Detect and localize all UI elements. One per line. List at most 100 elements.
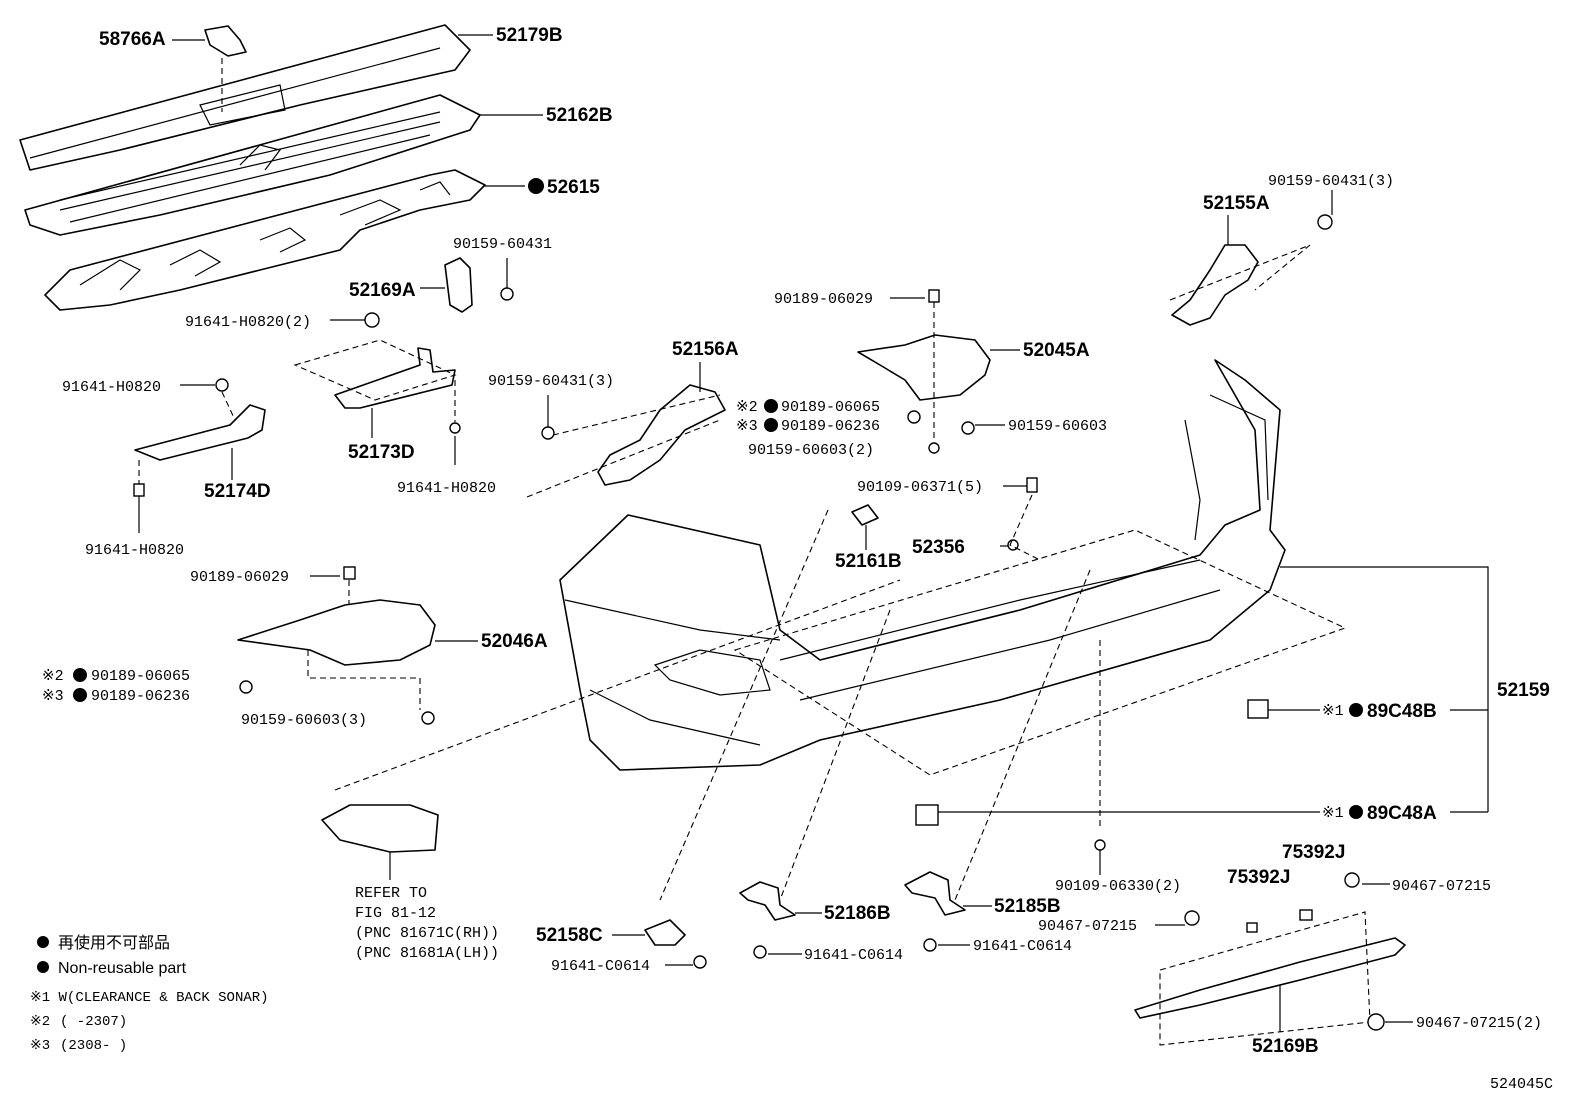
label-refer-2: FIG 81-12 <box>355 905 436 922</box>
legend-dot-en <box>37 961 49 973</box>
non-reusable-dot <box>764 418 778 432</box>
label-52046A: 52046A <box>481 631 548 652</box>
part-52185B-shape <box>904 871 966 916</box>
part-52615-shape <box>44 169 486 311</box>
label-91641-H0820-b: 91641-H0820 <box>397 480 496 497</box>
label-52186B: 52186B <box>824 903 891 924</box>
bolt-90159-60603-2 <box>928 442 940 454</box>
non-reusable-dot <box>764 399 778 413</box>
label-90189-06236-b-mark: ※3 <box>42 688 64 705</box>
bolt-90109-06371-5 <box>1026 477 1038 493</box>
label-58766A: 58766A <box>99 29 166 50</box>
bolt-90189-06065-b <box>239 680 253 694</box>
label-52156A: 52156A <box>672 339 739 360</box>
part-reflector-shape <box>321 804 439 853</box>
label-52185B: 52185B <box>994 896 1061 917</box>
bolt-91641-H0820-c <box>133 483 145 497</box>
label-refer-4: (PNC 81681A(LH)) <box>355 945 499 962</box>
label-90159-60431-top: 90159-60431 <box>453 236 552 253</box>
part-52155A-shape <box>1171 244 1259 326</box>
label-refer-3: (PNC 81671C(RH)) <box>355 925 499 942</box>
label-52179B: 52179B <box>496 25 563 46</box>
sensor-89C48A <box>915 804 939 826</box>
label-90189-06029-a: 90189-06029 <box>774 291 873 308</box>
label-90109-06371-5: 90109-06371(5) <box>857 479 983 496</box>
label-90159-60603: 90159-60603 <box>1008 418 1107 435</box>
label-90189-06236-b: 90189-06236 <box>91 688 190 705</box>
part-52046A-shape <box>237 599 436 666</box>
legend-note2-mark: ※2 <box>30 1014 50 1030</box>
part-52158C-shape <box>644 919 686 946</box>
label-90189-06065-a-mark: ※2 <box>736 399 758 416</box>
part-52173D-shape <box>334 347 456 409</box>
label-90189-06236-a-mark: ※3 <box>736 418 758 435</box>
label-91641-H0820-a: 91641-H0820 <box>62 379 161 396</box>
label-52356: 52356 <box>912 537 965 558</box>
part-52156A-shape <box>597 384 726 486</box>
clip-90467-07215-a <box>1184 910 1200 926</box>
label-90189-06065-b-mark: ※2 <box>42 668 64 685</box>
leader-lines <box>138 34 1413 1032</box>
part-labels: 58766A 52179B 52162B 52615 90159-60431 5… <box>42 25 1550 1057</box>
bolt-90159-60431-3b <box>1317 214 1333 230</box>
label-91641-C0614-a: 91641-C0614 <box>804 947 903 964</box>
part-52162B-shape <box>24 94 481 236</box>
label-89C48B-mark: ※1 <box>1322 703 1344 720</box>
label-91641-H0820-2: 91641-H0820(2) <box>185 314 311 331</box>
label-89C48A-mark: ※1 <box>1322 805 1344 822</box>
label-90159-60603-2: 90159-60603(2) <box>748 442 874 459</box>
bolt-90159-60603 <box>961 421 975 435</box>
label-89C48B: 89C48B <box>1367 701 1437 722</box>
bolt-91641-H0820-b <box>449 422 461 434</box>
label-refer-1: REFER TO <box>355 885 427 902</box>
label-91641-C0614-b: 91641-C0614 <box>973 938 1072 955</box>
non-reusable-dot <box>73 668 87 682</box>
label-90189-06029-b: 90189-06029 <box>190 569 289 586</box>
bolt-90159-60603-3 <box>421 711 435 725</box>
bolt-90189-06065-a <box>907 410 921 424</box>
non-reusable-dot <box>1349 805 1363 819</box>
part-58766A-shape <box>204 25 247 57</box>
part-52169A-shape <box>444 257 473 313</box>
label-52162B: 52162B <box>546 105 613 126</box>
label-90189-06065-b: 90189-06065 <box>91 668 190 685</box>
part-52159-shape <box>559 359 1286 771</box>
part-75392J-b-shape <box>1299 909 1313 921</box>
label-52173D: 52173D <box>348 442 415 463</box>
legend-note3: (2308- ) <box>60 1038 127 1054</box>
legend-en: Non-reusable part <box>58 960 187 977</box>
part-52174D-shape <box>134 404 266 461</box>
bolt-90189-06029-b <box>343 566 356 580</box>
label-52158C: 52158C <box>536 925 603 946</box>
bolt-90189-06029-a <box>928 289 940 303</box>
label-90467-07215-2: 90467-07215(2) <box>1416 1015 1542 1032</box>
label-52174D: 52174D <box>204 481 271 502</box>
label-90189-06065-a: 90189-06065 <box>781 399 880 416</box>
label-89C48A: 89C48A <box>1367 803 1437 824</box>
legend-note3-mark: ※3 <box>30 1038 50 1054</box>
label-52615: 52615 <box>547 177 600 198</box>
label-52045A: 52045A <box>1023 340 1090 361</box>
label-90159-60603-3: 90159-60603(3) <box>241 712 367 729</box>
part-52186B-shape <box>739 881 796 921</box>
label-52169A: 52169A <box>349 280 416 301</box>
legend-note2: ( -2307) <box>60 1014 127 1030</box>
legend-dot-jp <box>37 936 49 948</box>
part-52169B-shape <box>1134 937 1406 1019</box>
bolt-91641-C0614-a <box>753 945 767 959</box>
label-90159-60431-3a: 90159-60431(3) <box>488 373 614 390</box>
sensor-89C48B <box>1247 699 1269 719</box>
label-90467-07215-b: 90467-07215 <box>1392 878 1491 895</box>
part-52045A-shape <box>857 334 991 401</box>
non-reusable-dot <box>73 688 87 702</box>
non-reusable-dot <box>1349 703 1363 717</box>
bolt-91641-H0820-2 <box>364 312 380 328</box>
label-90159-60431-3b: 90159-60431(3) <box>1268 173 1394 190</box>
label-75392J-b: 75392J <box>1282 842 1345 863</box>
label-91641-H0820-c: 91641-H0820 <box>85 542 184 559</box>
label-90467-07215-a: 90467-07215 <box>1038 918 1137 935</box>
clip-90467-07215-2 <box>1367 1013 1385 1031</box>
part-52179B-shape <box>19 24 471 171</box>
label-91641-C0614-c: 91641-C0614 <box>551 958 650 975</box>
